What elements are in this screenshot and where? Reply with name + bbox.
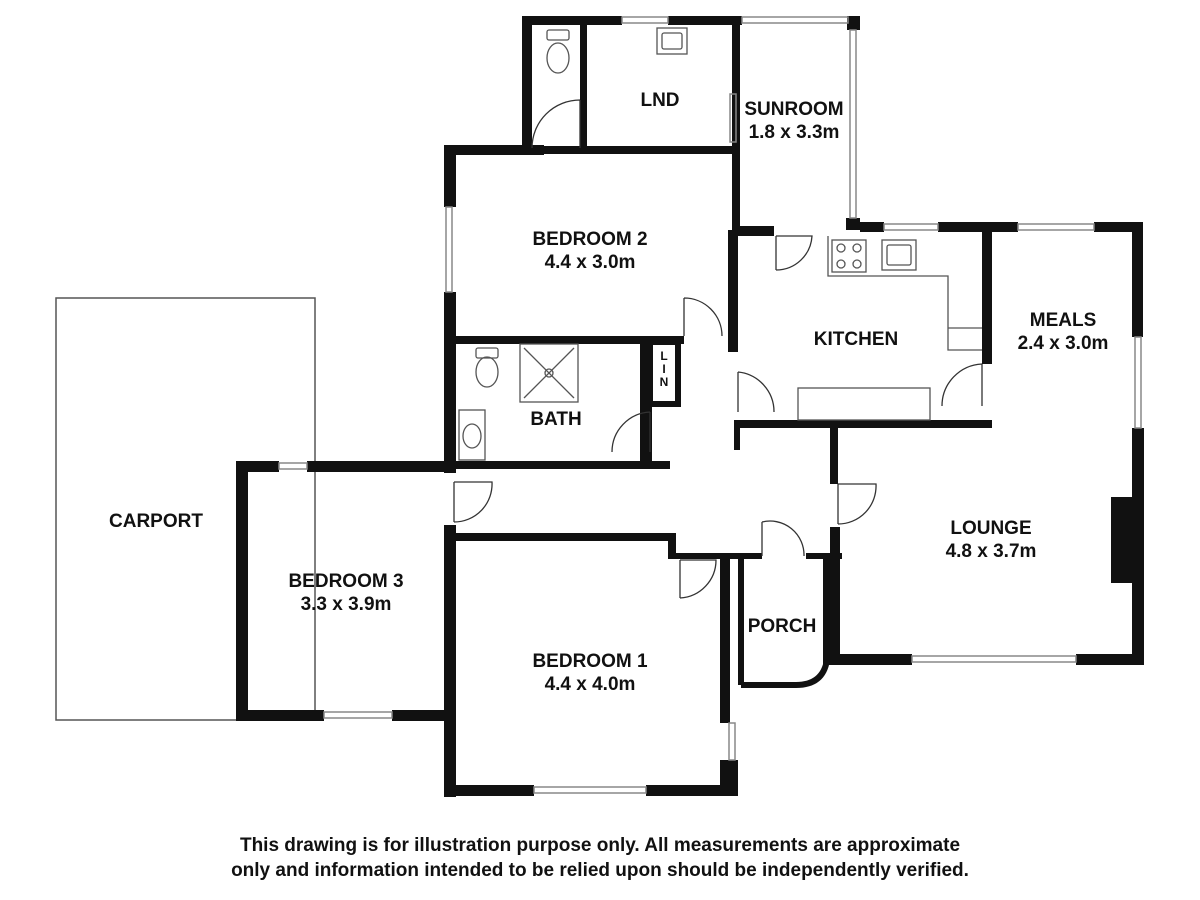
room-name: PORCH (747, 616, 817, 637)
room-label-bath: BATH (516, 408, 596, 431)
room-name: BEDROOM 1 (532, 651, 648, 672)
room-name: KITCHEN (813, 329, 899, 350)
linen-letter: I (662, 362, 666, 376)
room-size: 2.4 x 3.0m (1017, 333, 1109, 354)
walls (236, 16, 1144, 797)
room-name: MEALS (1029, 310, 1097, 331)
room-size: 3.3 x 3.9m (300, 594, 392, 615)
fireplace (1111, 497, 1132, 583)
room-size: 4.4 x 4.0m (544, 674, 636, 695)
room-name: BATH (530, 409, 582, 430)
fixtures (458, 27, 982, 461)
carport-outline (55, 297, 316, 721)
windows (278, 16, 1142, 794)
room-label-bedroom-1: BEDROOM 1 4.4 x 4.0m (500, 650, 680, 696)
disclaimer-line-2: only and information intended to be reli… (231, 860, 969, 881)
room-label-linen: L I N (657, 350, 671, 389)
room-name: BEDROOM 3 (288, 571, 404, 592)
linen-letter: N (659, 375, 669, 389)
room-name: LOUNGE (950, 518, 1032, 539)
room-name: CARPORT (109, 511, 203, 532)
room-label-sunroom: SUNROOM 1.8 x 3.3m (734, 98, 854, 144)
room-label-lnd: LND (610, 89, 710, 112)
room-name: LND (640, 90, 680, 111)
room-name: SUNROOM (744, 99, 844, 120)
room-label-carport: CARPORT (96, 510, 216, 533)
room-label-meals: MEALS 2.4 x 3.0m (1000, 309, 1126, 355)
room-size: 4.4 x 3.0m (544, 252, 636, 273)
porch-curved-wall (741, 659, 830, 688)
room-label-porch: PORCH (736, 615, 828, 638)
room-size: 1.8 x 3.3m (748, 122, 840, 143)
room-size: 4.8 x 3.7m (945, 541, 1037, 562)
room-label-kitchen: KITCHEN (796, 328, 916, 351)
disclaimer-line-1: This drawing is for illustration purpose… (239, 835, 961, 856)
room-label-bedroom-3: BEDROOM 3 3.3 x 3.9m (256, 570, 436, 616)
room-label-lounge: LOUNGE 4.8 x 3.7m (916, 517, 1066, 563)
room-name: BEDROOM 2 (532, 229, 648, 250)
doors (453, 99, 983, 599)
room-label-bedroom-2: BEDROOM 2 4.4 x 3.0m (500, 228, 680, 274)
linen-letter: L (660, 349, 668, 363)
disclaimer: This drawing is for illustration purpose… (100, 833, 1100, 883)
